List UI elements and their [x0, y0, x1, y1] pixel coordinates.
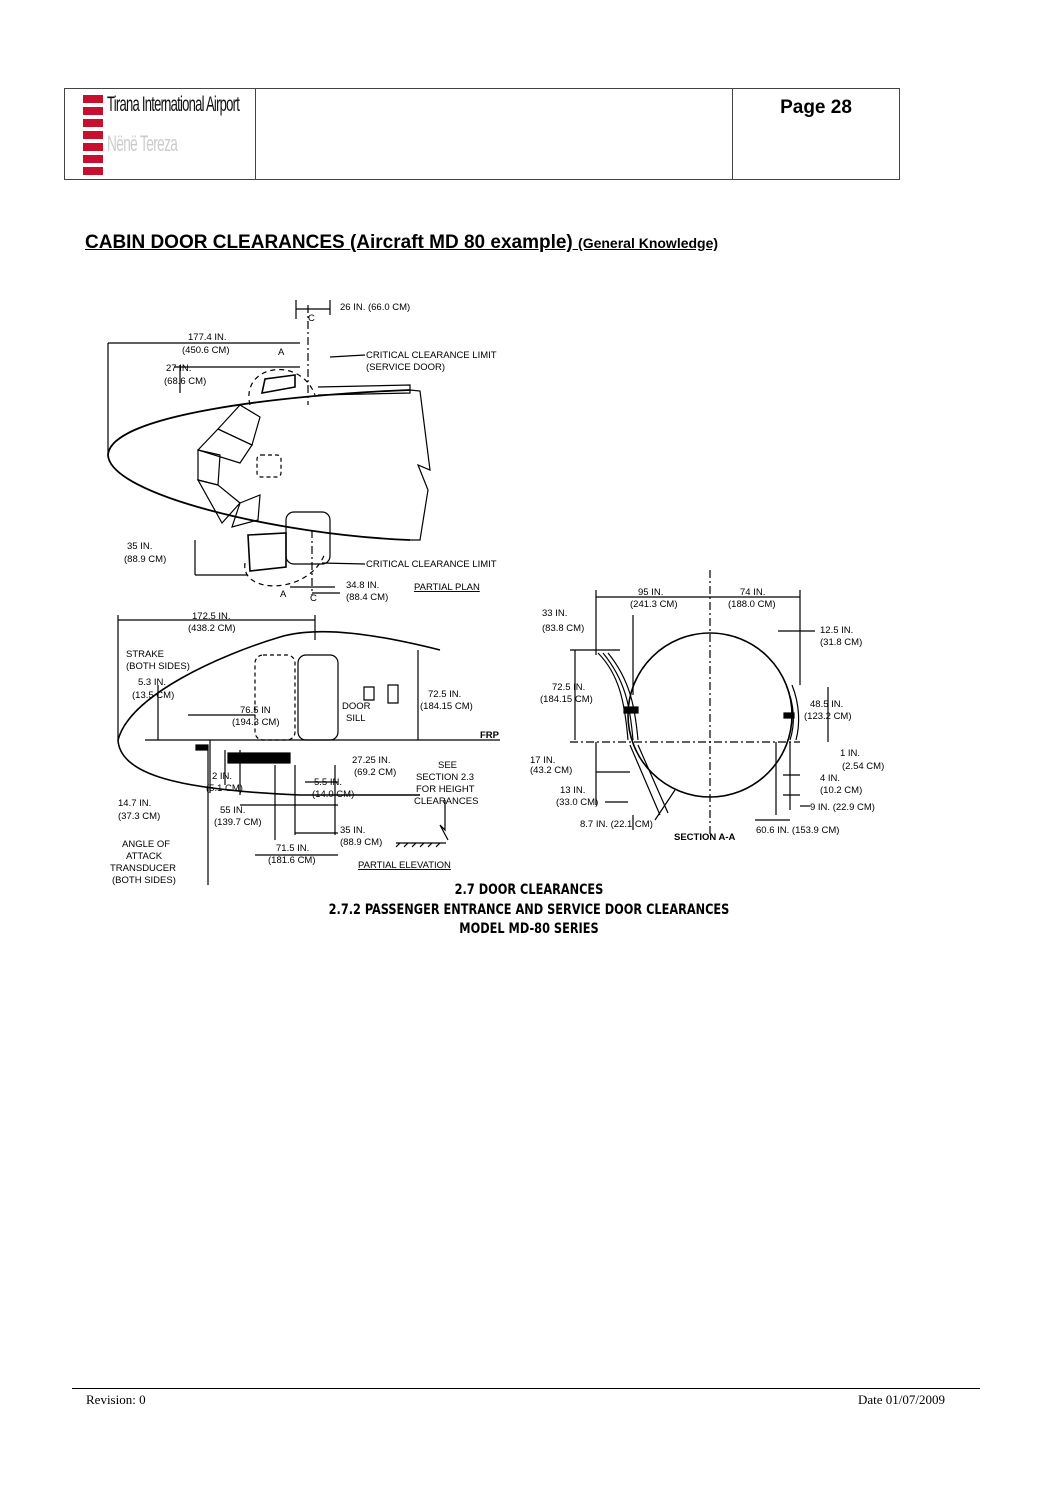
section-title: CABIN DOOR CLEARANCES (Aircraft MD 80 ex…	[85, 232, 718, 254]
elev-see-height: FOR HEIGHT	[416, 784, 475, 795]
partial-elevation-view: 172.5 IN. (438.2 CM) STRAKE (BOTH SIDES)…	[110, 611, 500, 886]
logo-name: Tirana International Airport	[107, 93, 240, 116]
sec-dim-485-cm: (123.2 CM)	[804, 711, 852, 722]
elev-door-sill-sub: SILL	[346, 713, 366, 724]
elev-strake-sub: (BOTH SIDES)	[126, 661, 190, 672]
sec-dim-95-cm: (241.3 CM)	[630, 599, 678, 610]
elev-aoa-attack: ATTACK	[126, 851, 163, 862]
plan-section-a-bottom: A	[280, 589, 287, 600]
elev-dim-715: 71.5 IN.	[276, 843, 309, 854]
plan-dim-27: 27 IN.	[166, 363, 191, 374]
logo-bars-icon	[83, 95, 103, 179]
sec-dim-13-cm: (33.0 CM)	[556, 797, 598, 808]
elev-see-clearances: CLEARANCES	[414, 796, 478, 807]
elev-dim-55: 5.5 IN.	[314, 777, 342, 788]
plan-dim-35: 35 IN.	[127, 541, 152, 552]
elev-dim-2: 2 IN.	[212, 771, 232, 782]
plan-centerline-bottom: C	[310, 593, 317, 604]
elev-dim-55in: 55 IN.	[220, 805, 245, 816]
sec-dim-87: 8.7 IN. (22.1 CM)	[580, 819, 653, 830]
elev-dim-147-cm: (37.3 CM)	[118, 811, 160, 822]
plan-dim-35-cm: (88.9 CM)	[124, 554, 166, 565]
elev-dim-2725-cm: (69.2 CM)	[354, 767, 396, 778]
plan-dim-348-cm: (88.4 CM)	[346, 592, 388, 603]
section-aa-view: 95 IN. (241.3 CM) 74 IN. (188.0 CM) 33 I…	[530, 570, 884, 843]
footer-date: Date 01/07/2009	[858, 1392, 946, 1407]
elev-dim-725-cm: (184.15 CM)	[420, 701, 473, 712]
plan-section-a-top: A	[278, 347, 285, 358]
plan-dim-348: 34.8 IN.	[346, 580, 379, 591]
page-header: Tirana International Airport Nënë Tereza…	[64, 88, 900, 180]
sec-dim-9: 9 IN. (22.9 CM)	[810, 802, 875, 813]
section-title-main: CABIN DOOR CLEARANCES (Aircraft MD 80 ex…	[85, 232, 573, 253]
elev-dim-35: 35 IN.	[340, 825, 365, 836]
elev-dim-1725: 172.5 IN.	[192, 611, 231, 622]
airport-logo: Tirana International Airport Nënë Tereza	[65, 89, 256, 179]
plan-dim-177: 177.4 IN.	[188, 332, 227, 343]
elev-aoa: ANGLE OF	[122, 839, 170, 850]
plan-crit-service-sub: (SERVICE DOOR)	[366, 362, 445, 373]
elev-aoa-sides: (BOTH SIDES)	[112, 875, 176, 886]
section-title-sub: (General Knowledge)	[578, 235, 719, 251]
elev-see: SEE	[438, 760, 457, 771]
page-number: Page 28	[780, 97, 852, 118]
figure-caption-3: MODEL MD-80 SERIES	[459, 921, 599, 937]
sec-dim-1: 1 IN.	[840, 748, 860, 759]
plan-dim-177-cm: (450.6 CM)	[182, 345, 230, 356]
sec-dim-485: 48.5 IN.	[810, 699, 843, 710]
elev-see-section: SECTION 2.3	[416, 772, 474, 783]
footer-revision: Revision: 0	[86, 1392, 146, 1407]
sec-dim-17: 17 IN.	[530, 755, 555, 766]
plan-crit-pass: CRITICAL CLEARANCE LIMIT	[366, 559, 497, 570]
sec-dim-13: 13 IN.	[560, 785, 585, 796]
logo-subtitle: Nënë Tereza	[107, 131, 178, 156]
footer-rule	[72, 1388, 980, 1389]
sec-dim-33-cm: (83.8 CM)	[542, 623, 584, 634]
elev-dim-765-cm: (194.3 CM)	[232, 717, 280, 728]
sec-dim-1-cm: (2.54 CM)	[842, 761, 884, 772]
section-aa-label: SECTION A-A	[674, 832, 736, 843]
elev-dim-715-cm: (181.6 CM)	[268, 855, 316, 866]
elev-dim-55in-cm: (139.7 CM)	[214, 817, 262, 828]
plan-centerline-top: C	[308, 313, 315, 324]
elev-dim-2725: 27.25 IN.	[352, 755, 391, 766]
elev-strake: STRAKE	[126, 649, 164, 660]
sec-dim-4-cm: (10.2 CM)	[820, 785, 862, 796]
partial-elevation-label: PARTIAL ELEVATION	[358, 860, 451, 871]
sec-dim-125: 12.5 IN.	[820, 625, 853, 636]
sec-dim-606: 60.6 IN. (153.9 CM)	[756, 825, 839, 836]
sec-dim-125-cm: (31.8 CM)	[820, 637, 862, 648]
plan-dim-26: 26 IN. (66.0 CM)	[340, 302, 410, 313]
sec-dim-725-cm: (184.15 CM)	[540, 694, 593, 705]
partial-plan-label: PARTIAL PLAN	[414, 582, 480, 593]
elev-dim-53: 5.3 IN.	[138, 677, 166, 688]
elev-door-sill: DOOR	[342, 701, 371, 712]
sec-dim-74: 74 IN.	[740, 587, 765, 598]
elev-dim-1725-cm: (438.2 CM)	[188, 623, 236, 634]
elev-aoa-transducer: TRANSDUCER	[110, 863, 176, 874]
sec-dim-95: 95 IN.	[638, 587, 663, 598]
sec-dim-17-cm: (43.2 CM)	[530, 765, 572, 776]
figure-caption-2: 2.7.2 PASSENGER ENTRANCE AND SERVICE DOO…	[328, 902, 730, 918]
header-middle-cell	[256, 89, 733, 179]
sec-dim-74-cm: (188.0 CM)	[728, 599, 776, 610]
elev-dim-725: 72.5 IN.	[428, 689, 461, 700]
sec-dim-4: 4 IN.	[820, 773, 840, 784]
elev-dim-765: 76.5 IN	[240, 705, 271, 716]
door-clearance-drawing: 26 IN. (66.0 CM) 177.4 IN. (450.6 CM) 27…	[107, 300, 884, 886]
figure-caption-1: 2.7 DOOR CLEARANCES	[454, 882, 604, 898]
plan-crit-service: CRITICAL CLEARANCE LIMIT	[366, 350, 497, 361]
sec-dim-725: 72.5 IN.	[552, 682, 585, 693]
elev-dim-2-cm: (5.1 CM)	[206, 783, 243, 794]
partial-plan-view: 26 IN. (66.0 CM) 177.4 IN. (450.6 CM) 27…	[107, 300, 497, 604]
sec-dim-33: 33 IN.	[542, 608, 567, 619]
elev-dim-53-cm: (13.5 CM)	[132, 690, 174, 701]
elev-dim-147: 14.7 IN.	[118, 798, 151, 809]
elev-frp: FRP	[480, 730, 500, 741]
elev-dim-35-cm: (88.9 CM)	[340, 837, 382, 848]
elev-dim-55-cm: (14.0 CM)	[312, 789, 354, 800]
plan-dim-27-cm: (68.6 CM)	[164, 376, 206, 387]
